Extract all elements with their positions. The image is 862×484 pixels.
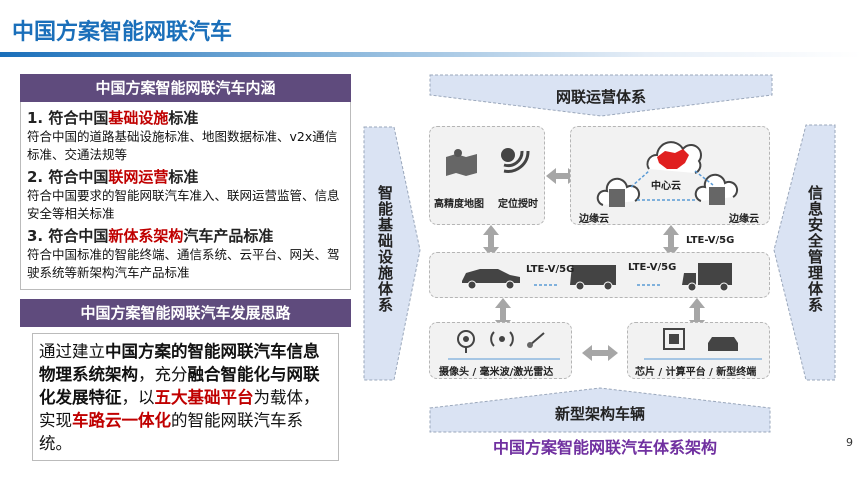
item-desc: 符合中国要求的智能网联汽车准入、联网运营监管、信息安全等相关标准 <box>27 188 340 221</box>
item-prefix: 2. 符合中国 <box>27 168 109 186</box>
right-banner-shape <box>773 124 836 381</box>
bus-icon <box>570 265 616 285</box>
positioning-label: 定位授时 <box>498 199 538 210</box>
title-underline <box>0 52 862 57</box>
cloud-network <box>596 141 739 207</box>
map-icon <box>446 149 477 176</box>
item-suffix: 汽车产品标准 <box>183 227 274 245</box>
camera-icon <box>457 330 475 353</box>
china-map-icon <box>657 149 689 169</box>
connotation-item: 1. 符合中国基础设施标准 符合中国的道路基础设施标准、地图数据标准、v2x通信… <box>27 108 344 164</box>
map-positioning-box: 高精度地图 定位授时 <box>429 126 545 225</box>
item-suffix: 标准 <box>168 109 199 127</box>
vehicles-box: LTE-V/5G LTE-V/5G <box>429 252 770 298</box>
item-title: 1. 符合中国基础设施标准 <box>27 108 344 128</box>
bottom-banner: 新型架构车辆 <box>430 403 770 424</box>
top-banner-label: 网联运营体系 <box>555 88 646 106</box>
cloud-links <box>630 170 714 201</box>
diagram-caption: 中国方案智能网联汽车体系架构 <box>492 438 717 457</box>
development-heading: 中国方案智能网联汽车发展思路 <box>20 299 351 327</box>
item-title: 3. 符合中国新体系架构汽车产品标准 <box>27 226 344 246</box>
link-bus-truck-label: LTE-V/5G <box>628 262 677 273</box>
diagram-shapes <box>363 74 836 433</box>
connotation-item: 3. 符合中国新体系架构汽车产品标准 符合中国标准的智能终端、通信系统、云平台、… <box>27 226 344 282</box>
item-prefix: 1. 符合中国 <box>27 109 109 127</box>
map-label: 高精度地图 <box>434 199 484 210</box>
top-banner-shape <box>429 74 773 117</box>
connotation-panel: 1. 符合中国基础设施标准 符合中国的道路基础设施标准、地图数据标准、v2x通信… <box>20 102 351 290</box>
left-banner-label: 智能基础设施体系 <box>376 185 394 313</box>
bottom-banner-label: 新型架构车辆 <box>554 405 645 423</box>
link-vertical-label: LTE-V/5G <box>686 235 735 246</box>
item-title: 2. 符合中国联网运营标准 <box>27 167 344 187</box>
text-segment: 为载体，实现 <box>39 388 320 430</box>
text-highlight: 五大基础平台 <box>154 388 254 407</box>
server-icon <box>709 187 725 205</box>
text-bold: 融合智能化与网联化发展特征 <box>39 365 320 407</box>
page-title: 中国方案智能网联汽车 <box>12 20 233 45</box>
car-icon <box>462 269 520 283</box>
connotation-item: 2. 符合中国联网运营标准 符合中国要求的智能网联汽车准入、联网运营监管、信息安… <box>27 167 344 223</box>
development-text: 通过建立中国方案的智能网联汽车信息物理系统架构，充分融合智能化与网联化发展特征，… <box>32 333 339 461</box>
item-highlight: 基础设施 <box>108 109 169 127</box>
connotation-heading: 中国方案智能网联汽车内涵 <box>20 74 351 102</box>
vehicles <box>462 263 732 292</box>
terminal-device-icon <box>708 337 738 351</box>
text-segment: 通过建立 <box>39 342 105 361</box>
left-banner-shape <box>363 126 421 381</box>
sensor-icons <box>448 330 560 360</box>
top-banner: 网联运营体系 <box>430 86 772 107</box>
item-highlight: 新体系架构 <box>108 227 184 245</box>
edge-cloud-right-label: 边缘云 <box>729 214 759 225</box>
double-arrow-icon <box>582 345 618 361</box>
sensors-box: 摄像头 / 毫米波/激光雷达 <box>429 322 572 379</box>
center-cloud-label: 中心云 <box>651 181 681 192</box>
link-car-bus-label: LTE-V/5G <box>526 264 575 275</box>
truck-icon <box>682 263 732 285</box>
edge-cloud-left-label: 边缘云 <box>579 214 609 225</box>
bottom-banner-shape <box>429 387 771 433</box>
item-desc: 符合中国标准的智能终端、通信系统、云平台、网关、驾驶系统等新架构汽车产品标准 <box>27 247 340 280</box>
sensors-label: 摄像头 / 毫米波/激光雷达 <box>439 367 554 378</box>
double-arrow-icon <box>663 225 679 257</box>
item-desc: 符合中国的道路基础设施标准、地图数据标准、v2x通信标准、交通法规等 <box>27 129 338 162</box>
text-segment: 的智能网联汽车系统。 <box>39 411 303 453</box>
positioning-signal-icon <box>501 148 530 173</box>
compute-icons <box>644 328 762 360</box>
text-bold: 中国方案的智能网联汽车信息物理系统架构 <box>39 342 320 384</box>
text-segment: ，以 <box>121 388 155 407</box>
page-number: 9 <box>846 436 853 449</box>
item-prefix: 3. 符合中国 <box>27 227 109 245</box>
chip-icon <box>663 328 685 350</box>
double-arrow-icon <box>483 225 499 257</box>
radar-icon <box>490 331 514 347</box>
lidar-icon <box>527 332 545 348</box>
text-highlight: 车路云一体化 <box>72 411 171 430</box>
compute-box: 芯片 / 计算平台 / 新型终端 <box>627 322 770 379</box>
server-icon <box>609 189 625 207</box>
cloud-box: 中心云 边缘云 边缘云 <box>570 126 770 225</box>
text-segment: ，充分 <box>138 365 188 384</box>
item-highlight: 联网运营 <box>108 168 169 186</box>
item-suffix: 标准 <box>168 168 199 186</box>
compute-label: 芯片 / 计算平台 / 新型终端 <box>635 367 757 378</box>
right-banner-label: 信息安全管理体系 <box>806 185 824 313</box>
